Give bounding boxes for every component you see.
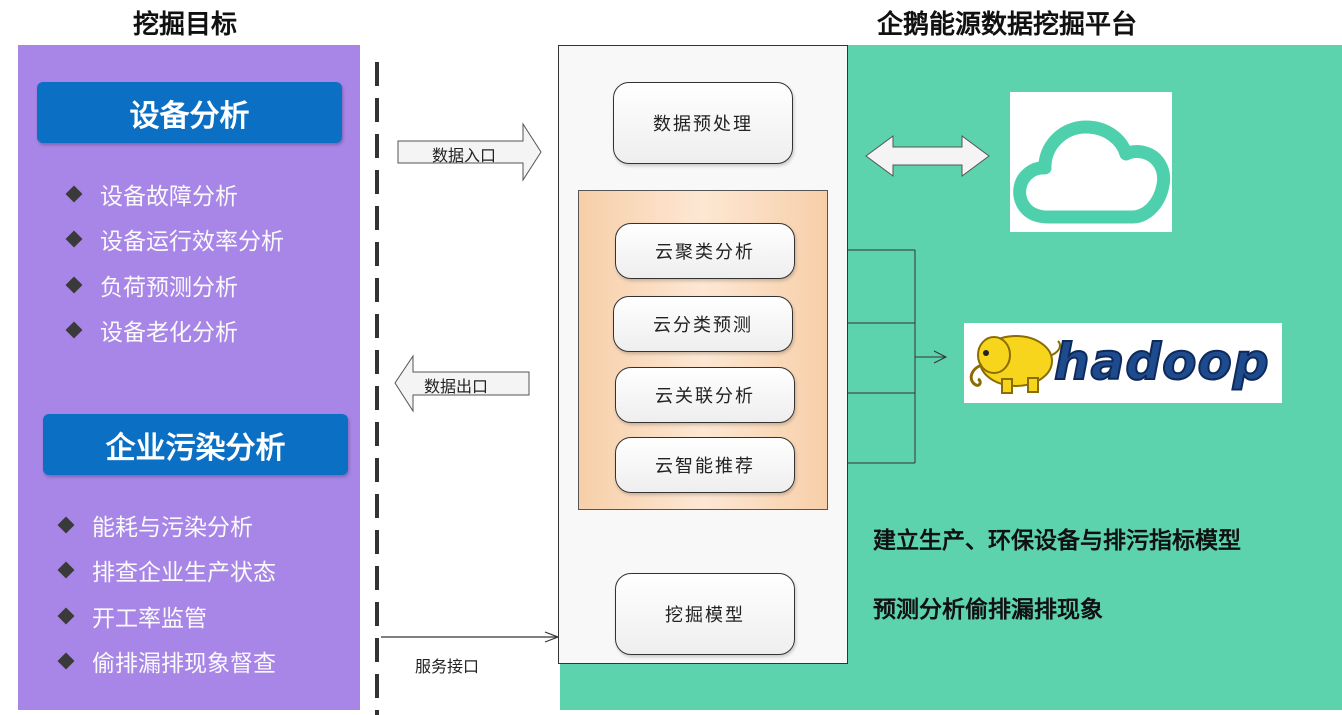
pollution-analysis-title: 企业污染分析 — [43, 414, 348, 475]
list-item: 设备故障分析 — [65, 171, 284, 217]
left-heading: 挖掘目标 — [133, 10, 238, 40]
list-item: 设备老化分析 — [65, 308, 284, 354]
data-out-label: 数据出口 — [424, 377, 489, 396]
cloud-clustering-box: 云聚类分析 — [615, 223, 795, 279]
equipment-analysis-list: 设备故障分析 设备运行效率分析 负荷预测分析 设备老化分析 — [65, 171, 284, 354]
cloud-association-box: 云关联分析 — [615, 367, 795, 423]
pollution-analysis-list: 能耗与污染分析 排查企业生产状态 开工率监管 偷排漏排现象督查 — [57, 502, 276, 685]
hadoop-logo: hadoop — [964, 323, 1282, 403]
list-item: 设备运行效率分析 — [65, 217, 284, 263]
service-interface-label: 服务接口 — [415, 657, 480, 676]
model-description: 建立生产、环保设备与排污指标模型 — [873, 528, 1241, 554]
list-item: 偷排漏排现象督查 — [57, 639, 276, 685]
data-in-label: 数据入口 — [432, 146, 497, 165]
cloud-classification-box: 云分类预测 — [613, 296, 793, 352]
cloud-recommendation-box: 云智能推荐 — [615, 437, 795, 493]
data-in-arrow-icon — [397, 122, 542, 182]
cloud-logo — [1010, 92, 1172, 232]
prediction-description: 预测分析偷排漏排现象 — [873, 597, 1103, 623]
hadoop-elephant-icon — [969, 335, 1061, 394]
list-item: 负荷预测分析 — [65, 262, 284, 308]
hadoop-wordmark: hadoop — [1053, 332, 1270, 392]
list-item: 能耗与污染分析 — [57, 502, 276, 548]
data-out-arrow-icon — [394, 354, 530, 413]
list-item: 开工率监管 — [57, 593, 276, 639]
equipment-analysis-title: 设备分析 — [37, 82, 342, 143]
double-arrow-icon — [865, 135, 990, 177]
right-heading: 企鹅能源数据挖掘平台 — [877, 10, 1138, 40]
preprocess-box: 数据预处理 — [613, 82, 793, 164]
mining-model-box: 挖掘模型 — [615, 573, 795, 655]
mining-goals-panel — [18, 45, 360, 710]
list-item: 排查企业生产状态 — [57, 548, 276, 594]
cloud-icon — [1013, 120, 1171, 224]
